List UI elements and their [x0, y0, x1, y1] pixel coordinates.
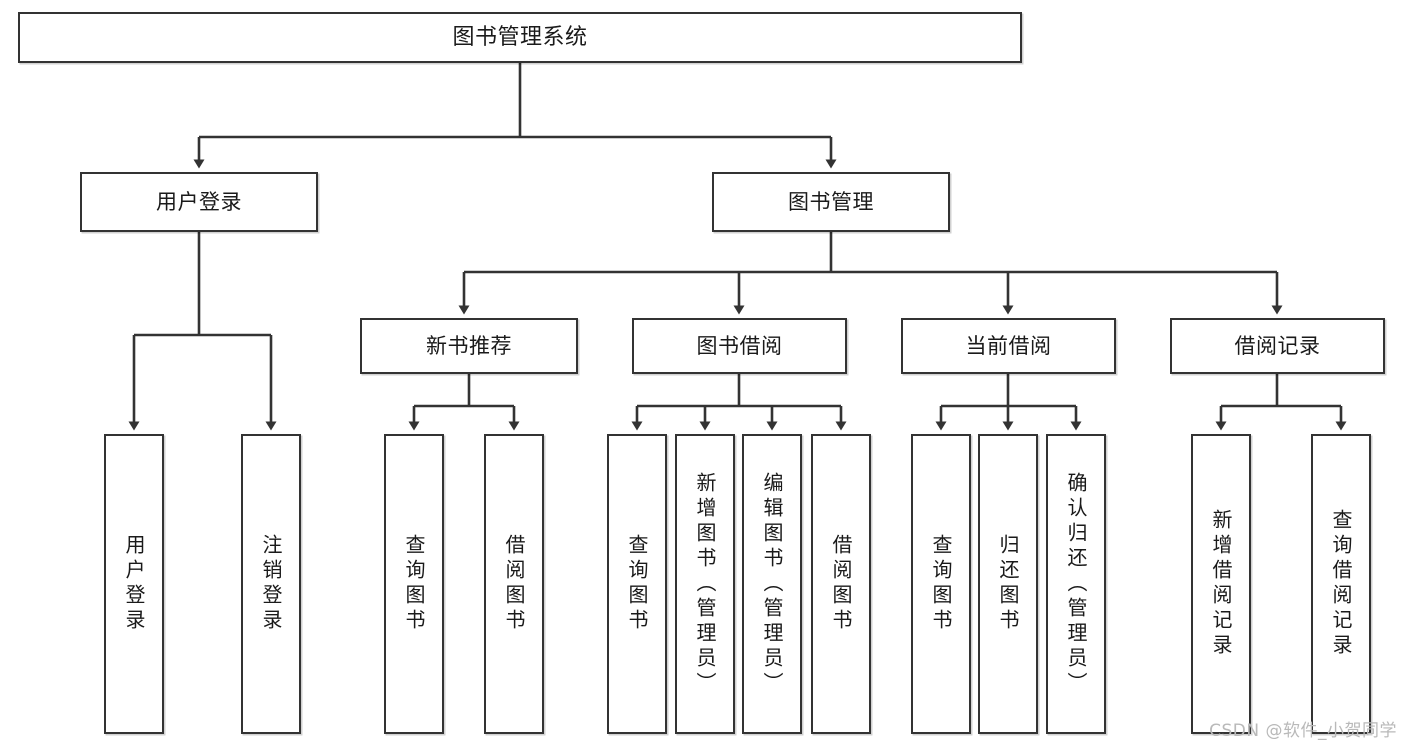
node-label: 编辑图书（管理员）	[760, 471, 784, 697]
node-label: 归还图书	[996, 534, 1020, 634]
node-borrow-record[interactable]: 借阅记录	[1170, 318, 1385, 374]
node-current-borrow[interactable]: 当前借阅	[901, 318, 1116, 374]
leaf-return-book[interactable]: 归还图书	[978, 434, 1038, 734]
leaf-edit-book[interactable]: 编辑图书（管理员）	[742, 434, 802, 734]
node-label: 图书管理	[788, 189, 874, 214]
node-label: 借阅图书	[502, 534, 526, 634]
leaf-query-book-3[interactable]: 查询图书	[911, 434, 971, 734]
node-user-login[interactable]: 用户登录	[80, 172, 318, 232]
node-label: 图书管理系统	[452, 24, 588, 50]
node-label: 当前借阅	[965, 333, 1052, 358]
node-label: 查询借阅记录	[1329, 509, 1353, 659]
node-book-manage[interactable]: 图书管理	[712, 172, 950, 232]
watermark: CSDN @软件_小贺同学	[1209, 721, 1397, 741]
node-label: 用户登录	[156, 189, 242, 214]
leaf-user-login[interactable]: 用户登录	[104, 434, 164, 734]
node-label: 图书借阅	[696, 333, 783, 358]
node-label: 新增借阅记录	[1209, 509, 1233, 659]
node-label: 查询图书	[402, 534, 426, 634]
node-label: 注销登录	[259, 534, 283, 634]
leaf-user-logout[interactable]: 注销登录	[241, 434, 301, 734]
leaf-confirm-return[interactable]: 确认归还（管理员）	[1046, 434, 1106, 734]
node-book-borrow[interactable]: 图书借阅	[632, 318, 847, 374]
node-label: 借阅图书	[829, 534, 853, 634]
node-label: 查询图书	[625, 534, 649, 634]
node-label: 用户登录	[122, 534, 146, 634]
leaf-query-book-2[interactable]: 查询图书	[607, 434, 667, 734]
node-label: 查询图书	[929, 534, 953, 634]
leaf-add-book[interactable]: 新增图书（管理员）	[675, 434, 735, 734]
node-label: 新增图书（管理员）	[693, 471, 717, 697]
leaf-query-record[interactable]: 查询借阅记录	[1311, 434, 1371, 734]
node-root-system[interactable]: 图书管理系统	[18, 12, 1022, 63]
leaf-add-record[interactable]: 新增借阅记录	[1191, 434, 1251, 734]
node-new-book-recommend[interactable]: 新书推荐	[360, 318, 578, 374]
node-label: 确认归还（管理员）	[1064, 471, 1088, 697]
node-label: 新书推荐	[426, 333, 512, 358]
leaf-query-book-1[interactable]: 查询图书	[384, 434, 444, 734]
leaf-borrow-book-2[interactable]: 借阅图书	[811, 434, 871, 734]
node-label: 借阅记录	[1234, 333, 1321, 358]
leaf-borrow-book-1[interactable]: 借阅图书	[484, 434, 544, 734]
